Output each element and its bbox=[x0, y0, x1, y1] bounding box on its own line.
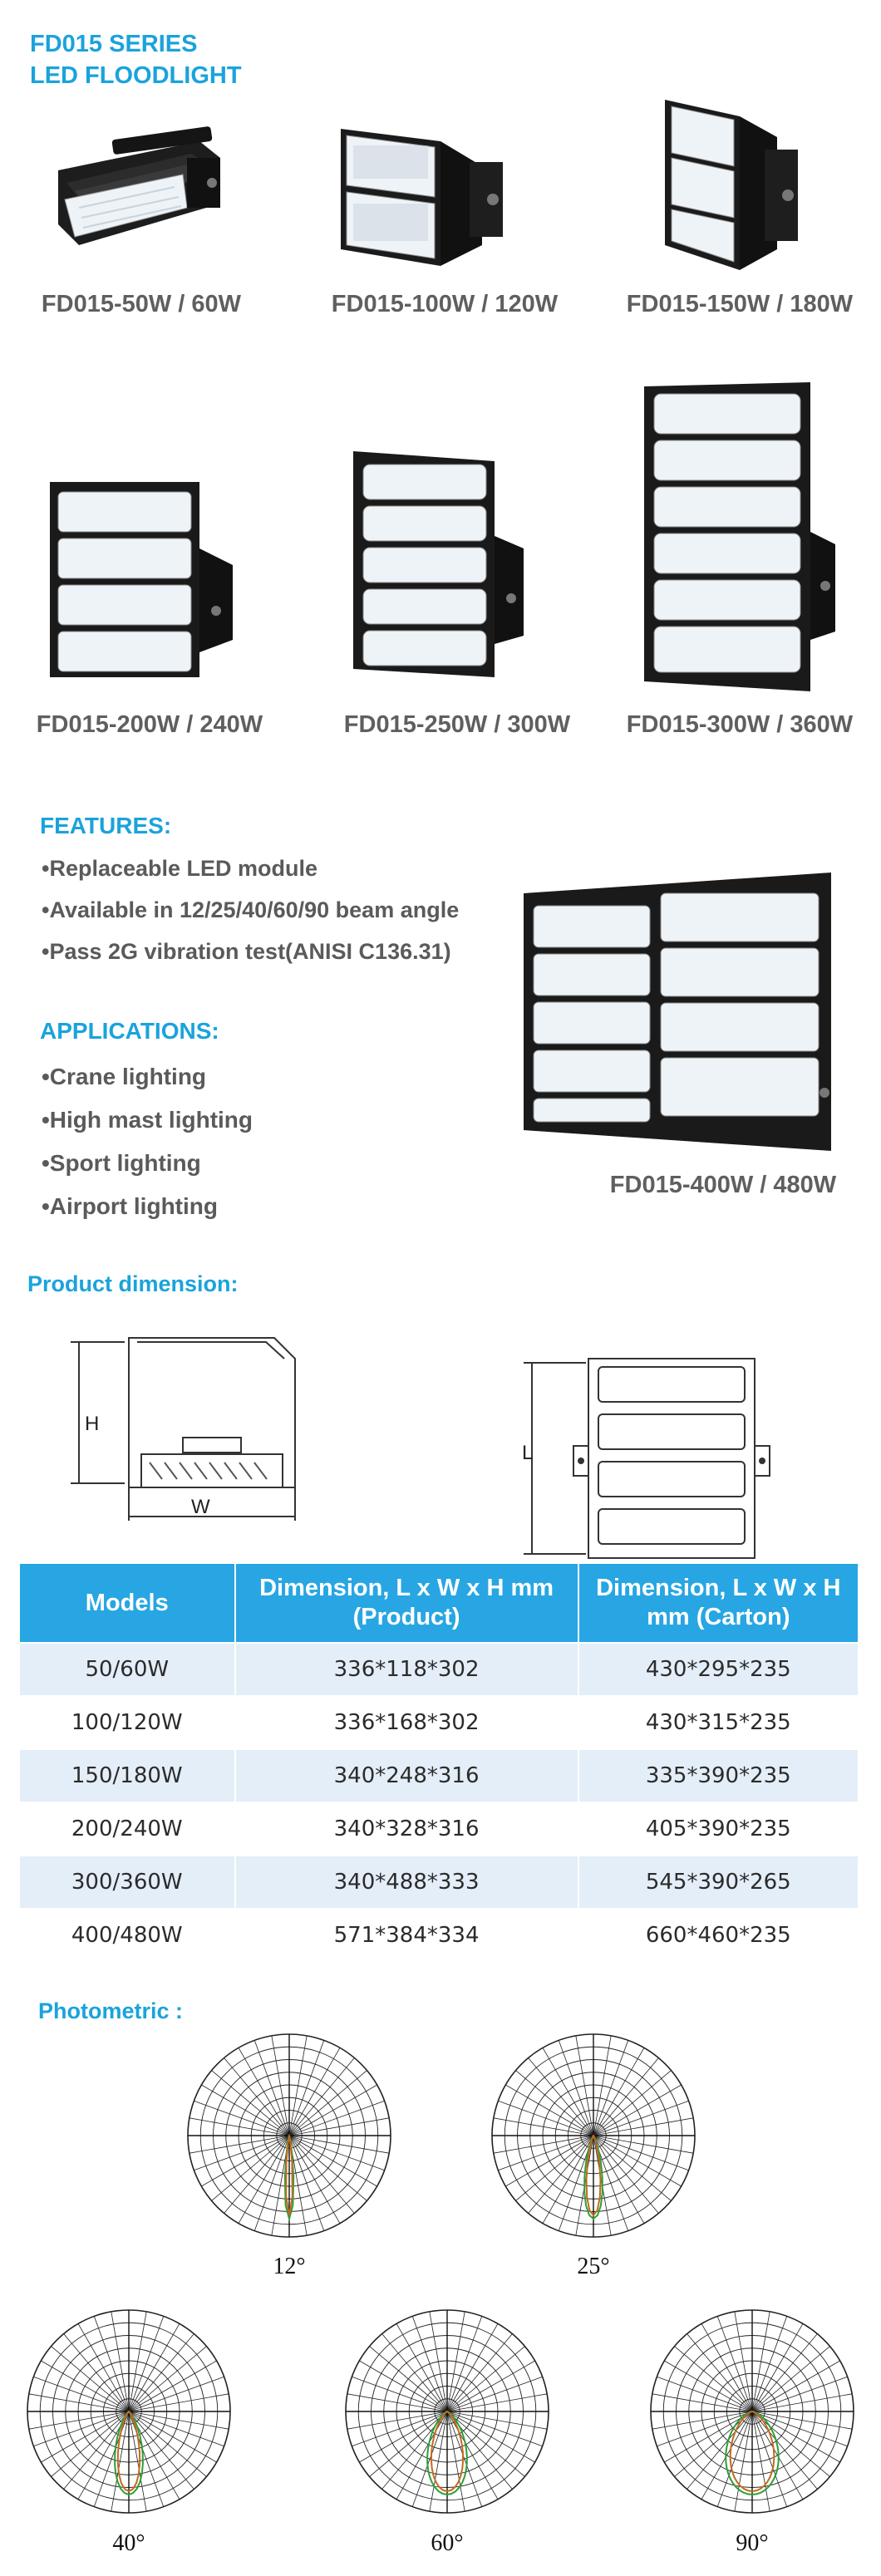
application-item-3: •Sport lighting bbox=[42, 1150, 201, 1176]
cell-model: 100/120W bbox=[18, 1695, 236, 1750]
product-image-100w bbox=[341, 129, 503, 266]
application-item-2: •High mast lighting bbox=[42, 1107, 253, 1133]
dimension-table: Models Dimension, L x W x H mm (Product)… bbox=[18, 1562, 860, 1963]
beam-angle-label-12: 12° bbox=[273, 2254, 306, 2279]
application-item-1: •Crane lighting bbox=[42, 1064, 207, 1089]
series-title-line1: FD015 SERIES bbox=[30, 31, 198, 57]
beam-angle-label-90: 90° bbox=[736, 2530, 769, 2556]
table-row: 300/360W 340*488*333 545*390*265 bbox=[18, 1855, 860, 1910]
feature-product-caption: FD015-400W / 480W bbox=[609, 1172, 837, 1198]
table-row: 200/240W 340*328*316 405*390*235 bbox=[18, 1802, 860, 1856]
product-image-50w bbox=[58, 126, 220, 245]
dimension-label-l: L bbox=[522, 1442, 534, 1464]
cell-carton: 430*295*235 bbox=[577, 1642, 860, 1697]
cell-carton: 430*315*235 bbox=[577, 1695, 860, 1750]
product-caption-4: FD015-200W / 240W bbox=[36, 711, 263, 738]
side-view-drawing bbox=[71, 1337, 296, 1521]
product-image-300w bbox=[644, 382, 835, 691]
table-header-row: Models Dimension, L x W x H mm (Product)… bbox=[18, 1562, 860, 1644]
product-caption-5: FD015-250W / 300W bbox=[343, 711, 571, 738]
photometric-title: Photometric : bbox=[38, 1998, 184, 2023]
polar-diagram-90 bbox=[650, 2309, 854, 2514]
product-caption-2: FD015-100W / 120W bbox=[331, 291, 559, 317]
cell-model: 200/240W bbox=[18, 1802, 236, 1856]
product-caption-6: FD015-300W / 360W bbox=[626, 711, 854, 738]
feature-item-2: •Available in 12/25/40/60/90 beam angle bbox=[42, 897, 460, 922]
cell-carton: 660*460*235 bbox=[577, 1908, 860, 1963]
dimension-title: Product dimension: bbox=[27, 1271, 239, 1296]
cell-model: 300/360W bbox=[18, 1855, 236, 1910]
cell-model: 400/480W bbox=[18, 1908, 236, 1963]
cell-product: 571*384*334 bbox=[234, 1908, 579, 1963]
cell-product: 336*168*302 bbox=[234, 1695, 579, 1750]
product-image-400w bbox=[524, 873, 831, 1151]
cell-product: 340*328*316 bbox=[234, 1802, 579, 1856]
product-image-200w bbox=[50, 482, 233, 677]
polar-diagram-25 bbox=[491, 2033, 696, 2238]
table-row: 400/480W 571*384*334 660*460*235 bbox=[18, 1908, 860, 1963]
table-row: 50/60W 336*118*302 430*295*235 bbox=[18, 1642, 860, 1697]
feature-item-3: •Pass 2G vibration test(ANISI C136.31) bbox=[42, 939, 451, 964]
cell-carton: 545*390*265 bbox=[577, 1855, 860, 1910]
cell-carton: 405*390*235 bbox=[577, 1802, 860, 1856]
dimension-label-h: H bbox=[85, 1413, 100, 1435]
product-image-150w bbox=[665, 100, 798, 270]
cell-model: 50/60W bbox=[18, 1642, 236, 1697]
cell-product: 336*118*302 bbox=[234, 1642, 579, 1697]
features-title: FEATURES: bbox=[40, 813, 172, 838]
application-item-4: •Airport lighting bbox=[42, 1193, 218, 1219]
front-view-drawing bbox=[524, 1358, 770, 1559]
cell-product: 340*488*333 bbox=[234, 1855, 579, 1910]
applications-title: APPLICATIONS: bbox=[40, 1018, 219, 1044]
header-carton-dimension: Dimension, L x W x H mm (Carton) bbox=[577, 1562, 860, 1644]
polar-diagram-12 bbox=[187, 2033, 391, 2238]
beam-angle-label-25: 25° bbox=[577, 2254, 610, 2279]
header-product-dimension: Dimension, L x W x H mm (Product) bbox=[234, 1562, 579, 1644]
feature-item-1: •Replaceable LED module bbox=[42, 856, 318, 881]
polar-diagram-60 bbox=[345, 2309, 549, 2514]
cell-carton: 335*390*235 bbox=[577, 1748, 860, 1803]
polar-diagram-40 bbox=[27, 2309, 231, 2514]
product-caption-1: FD015-50W / 60W bbox=[41, 291, 242, 317]
table-row: 100/120W 336*168*302 430*315*235 bbox=[18, 1695, 860, 1750]
series-title: FD015 SERIES LED FLOODLIGHT bbox=[30, 28, 242, 91]
dimension-label-w: W bbox=[191, 1496, 210, 1518]
product-caption-3: FD015-150W / 180W bbox=[626, 291, 854, 317]
cell-model: 150/180W bbox=[18, 1748, 236, 1803]
table-row: 150/180W 340*248*316 335*390*235 bbox=[18, 1748, 860, 1803]
series-title-line2: LED FLOODLIGHT bbox=[30, 62, 242, 89]
header-models: Models bbox=[18, 1562, 236, 1644]
cell-product: 340*248*316 bbox=[234, 1748, 579, 1803]
beam-angle-label-60: 60° bbox=[431, 2530, 464, 2556]
beam-angle-label-40: 40° bbox=[112, 2530, 145, 2556]
product-image-250w bbox=[353, 451, 524, 677]
